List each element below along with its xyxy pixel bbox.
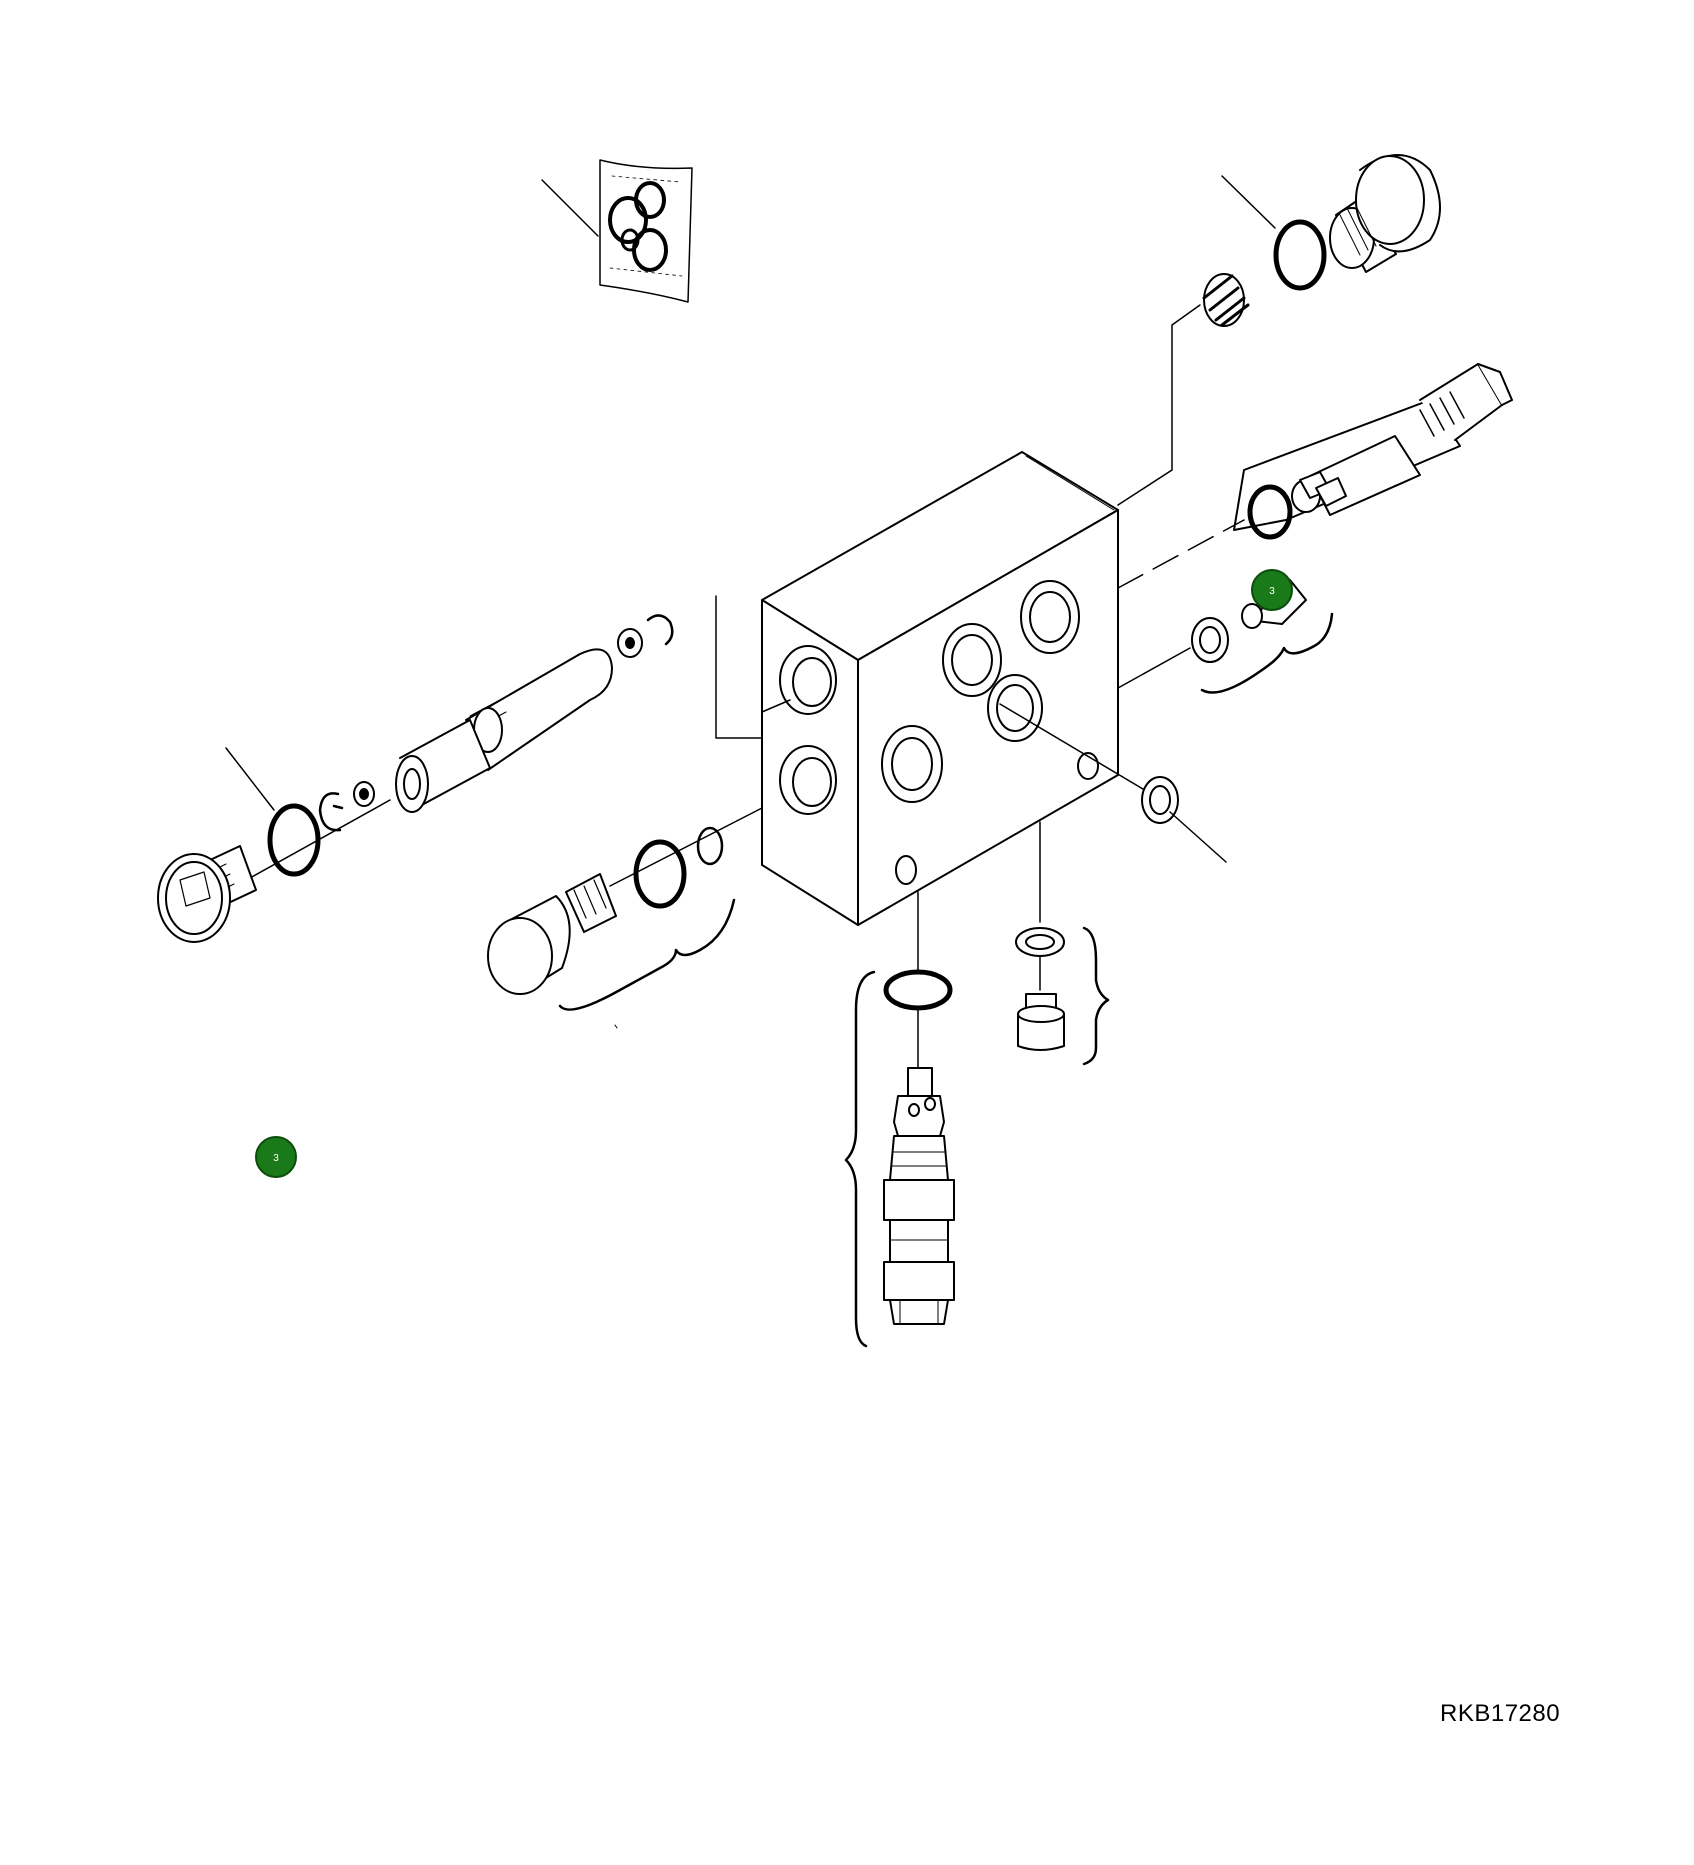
valve-block: [761, 451, 1119, 926]
left-plug-assembly: [157, 747, 391, 943]
callout-marker-3-left[interactable]: 3: [255, 1136, 297, 1178]
callout-label: 3: [1269, 586, 1275, 597]
callout-label: 3: [273, 1153, 279, 1164]
lower-left-check-plug-assembly: [487, 807, 763, 1029]
right-cartridge-valve: [1117, 363, 1513, 589]
right-small-plug-assembly: [1117, 579, 1334, 694]
bottom-cartridge-assembly: [844, 891, 955, 1348]
seal-kit-bag: [541, 159, 693, 303]
bottom-small-plug-assembly: [1015, 821, 1110, 1066]
drawing-reference-code: RKB17280: [1440, 1700, 1561, 1727]
callout-marker-3-right[interactable]: 3: [1251, 569, 1293, 611]
upper-right-plug-assembly: [1117, 154, 1441, 506]
left-spool-assembly: [395, 595, 791, 813]
right-washer: [999, 703, 1227, 863]
